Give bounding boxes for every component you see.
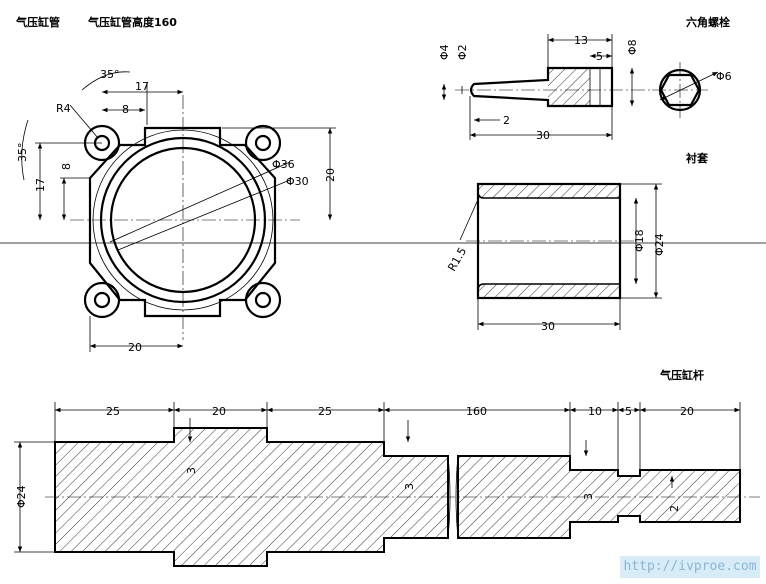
- hex-bolt-end-view: Φ6: [652, 62, 732, 118]
- dim-160: 160: [466, 405, 487, 418]
- dim-8-left: 8: [60, 163, 73, 170]
- dim-10: 10: [588, 405, 602, 418]
- dim-r4: R4: [56, 102, 71, 115]
- bolt-hatch: [548, 68, 590, 106]
- piston-rod-section: 25 20 25 160 10 5 20 3 3 3 2 Φ24: [14, 402, 760, 567]
- dim-phi18: Φ18: [633, 229, 646, 252]
- ear-hole-bottom-left: [93, 291, 111, 309]
- break-line-right: [455, 455, 459, 539]
- dim-13: 13: [574, 34, 588, 47]
- angle-arc-top: [81, 71, 131, 91]
- dim-20-right: 20: [324, 168, 337, 182]
- bushing-section: R1.5 Φ18 Φ24 30: [445, 182, 666, 333]
- bushing-top-wall: [477, 183, 621, 199]
- angle-arc-left: [21, 119, 29, 181]
- dim-8-top: 8: [122, 103, 129, 116]
- hex-bolt-side-view: 13 5 Φ8 Φ4 Φ2 2 30: [438, 34, 650, 142]
- ear-bottom-left: [83, 281, 121, 319]
- dim-25b: 25: [318, 405, 332, 418]
- bushing-bottom-wall: [477, 283, 621, 299]
- watermark: http://ivproe.com: [620, 556, 760, 578]
- dim-phi4: Φ4: [438, 44, 451, 60]
- dim-phi8: Φ8: [626, 39, 639, 55]
- ear-bottom-right: [244, 281, 282, 319]
- title-bushing: 衬套: [686, 151, 709, 165]
- dim-r15: R1.5: [445, 245, 469, 273]
- tube-circle-phi36: [99, 136, 267, 304]
- dim-20a: 20: [212, 405, 226, 418]
- dim-phi24-bush: Φ24: [653, 233, 666, 256]
- cylinder-tube-view: Φ36 Φ30 17 8 35° R4 17 8 35° 20 20: [16, 68, 337, 354]
- title-piston-rod: 气压缸杆: [659, 368, 704, 382]
- r4-leader: [69, 104, 99, 139]
- dim-35-left: 35°: [16, 143, 29, 163]
- tube-outer-circle: [92, 129, 274, 311]
- dim-20-bottom: 20: [128, 341, 142, 354]
- dim-17-top: 17: [135, 80, 149, 93]
- dim-phi2: Φ2: [456, 44, 469, 60]
- ear-hole-top-right: [254, 134, 272, 152]
- dim-3a: 3: [185, 467, 198, 474]
- phi30-leader: [117, 179, 291, 251]
- dim-line-phi6: [659, 71, 719, 101]
- dim-30-bush: 30: [541, 320, 555, 333]
- dim-phi36: Φ36: [272, 158, 295, 171]
- dim-phi30: Φ30: [286, 175, 309, 188]
- title-cylinder-tube: 气压缸管: [15, 15, 60, 29]
- dim-17-left: 17: [34, 178, 47, 192]
- title-hex-bolt: 六角螺栓: [686, 15, 730, 29]
- dim-3c: 3: [582, 493, 595, 500]
- dim-2-bolt: 2: [503, 114, 510, 127]
- r15-leader: [459, 194, 481, 241]
- tube-outer-body: [88, 126, 277, 318]
- ear-top-right: [244, 124, 282, 162]
- dim-phi6: Φ6: [716, 70, 732, 83]
- dim-2-rod: 2: [668, 505, 681, 512]
- dim-20b: 20: [680, 405, 694, 418]
- dim-5-rod: 5: [625, 405, 632, 418]
- dim-35-top: 35°: [100, 68, 120, 81]
- dim-phi24-rod: Φ24: [15, 485, 28, 508]
- dim-5-bolt: 5: [596, 50, 603, 63]
- ear-hole-bottom-right: [254, 291, 272, 309]
- title-cylinder-height: 气压缸管高度160: [87, 15, 177, 29]
- phi36-leader: [109, 161, 291, 243]
- dim-30-bolt: 30: [536, 129, 550, 142]
- bolt-outline: [469, 66, 614, 108]
- dim-3b: 3: [403, 483, 416, 490]
- tube-circle-phi30: [109, 146, 257, 294]
- dim-25a: 25: [106, 405, 120, 418]
